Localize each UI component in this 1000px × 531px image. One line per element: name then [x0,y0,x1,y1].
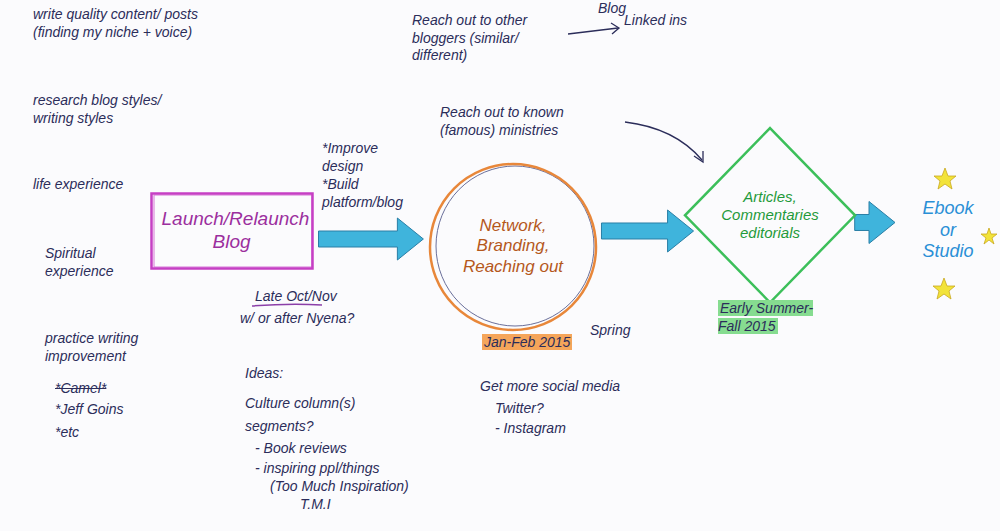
note: Spiritual experience [45,245,145,280]
note: *Camel* [55,380,155,398]
goal-text-node: Ebook or Studio [900,188,996,273]
note-text: life experience [33,176,123,192]
note-text: - Instagram [495,420,566,436]
note: practice writing improvement [45,330,185,365]
note: Reach out to known (famous) ministries [440,104,620,139]
note: Reach out to other bloggers (similar/ di… [412,12,567,65]
note-text: Culture column(s) [245,395,355,411]
note: Late Oct/Nov [255,288,345,306]
note: *etc [55,424,155,442]
star [981,228,997,244]
note: *Jeff Goins [55,401,155,419]
note-text: - Book reviews [255,440,347,456]
process-circle: Network, Branding, Reaching out [428,162,598,332]
note-text: practice writing improvement [45,330,138,364]
underline [252,304,322,306]
note-text: write quality content/ posts (finding my… [33,6,198,40]
note: w/ or after Nyena? [240,310,400,328]
note: segments? [245,418,365,436]
note: Ideas: [245,365,325,383]
arrow-head [611,23,619,34]
text-holder: Ebook or Studio [912,198,984,263]
note-text: Jan-Feb 2015 [482,334,572,350]
note-text: Linked ins [624,12,687,28]
note: - inspiring ppl/things [255,460,425,478]
note: research blog styles/ writing styles [33,92,203,127]
note-text: Spring [590,322,630,338]
process-box: Launch/Relaunch Blog [150,192,314,270]
shape-border [430,164,596,330]
note-text: Spiritual experience [45,245,114,279]
flow-arrow [601,210,693,252]
star [934,168,956,189]
text-holder: Network, Branding, Reaching out [454,216,572,277]
note-text: Twitter? [495,400,544,416]
note: write quality content/ posts (finding my… [33,6,233,41]
text-holder: Launch/Relaunch Blog [162,208,302,254]
note: Early Summer-Fall 2015 [718,300,828,335]
note-text: Early Summer-Fall 2015 [718,300,813,334]
star [933,278,955,299]
note-text: Reach out to other bloggers (similar/ di… [412,12,527,63]
note-text: Blog [598,0,626,16]
note-text: - inspiring ppl/things [255,460,380,476]
note: Twitter? [495,400,595,418]
note: - Instagram [495,420,605,438]
note-text: Reach out to known (famous) ministries [440,104,564,138]
shape-border [685,128,855,303]
arrow-head [694,151,703,162]
note: Jan-Feb 2015 [482,334,582,352]
box-sketch-line [154,195,312,267]
note-text: w/ or after Nyena? [240,310,354,326]
note: Blog [598,0,648,18]
note-text: *Improve design [322,140,378,174]
note-text: *etc [55,424,79,440]
note: - Book reviews [255,440,395,458]
note-text: Ideas: [245,365,283,381]
node-label: Network, Branding, Reaching out [454,216,572,277]
note-text: (Too Much Inspiration) [270,478,409,494]
note: *Build platform/blog [322,176,417,211]
flow-arrow [319,218,424,260]
note-text: *Build platform/blog [322,176,403,210]
leader-arrow [625,122,702,160]
note: life experience [33,176,183,194]
leader-arrow [568,28,618,34]
note: T.M.I [300,496,360,514]
note-text: segments? [245,418,313,434]
note: *Improve design [322,140,407,175]
note-text: Get more social media [480,378,620,394]
flow-arrow [855,201,895,243]
node-label: Ebook or Studio [912,198,984,263]
note: (Too Much Inspiration) [270,478,440,496]
note-text: research blog styles/ writing styles [33,92,161,126]
note: Spring [590,322,660,340]
note: Culture column(s) [245,395,395,413]
decision-diamond: Articles, Commentaries editorials [683,126,857,305]
note-text: *Jeff Goins [55,401,123,417]
note: Linked ins [624,12,694,30]
circle-sketch-line [436,166,594,326]
note: Get more social media [480,378,660,396]
note-text: Late Oct/Nov [255,288,337,304]
node-label: Articles, Commentaries editorials [718,188,822,242]
note-text: T.M.I [300,496,331,512]
node-label: Launch/Relaunch Blog [162,208,302,254]
note-text: *Camel* [55,380,106,396]
shape-border [151,194,312,269]
text-holder: Articles, Commentaries editorials [718,188,822,242]
